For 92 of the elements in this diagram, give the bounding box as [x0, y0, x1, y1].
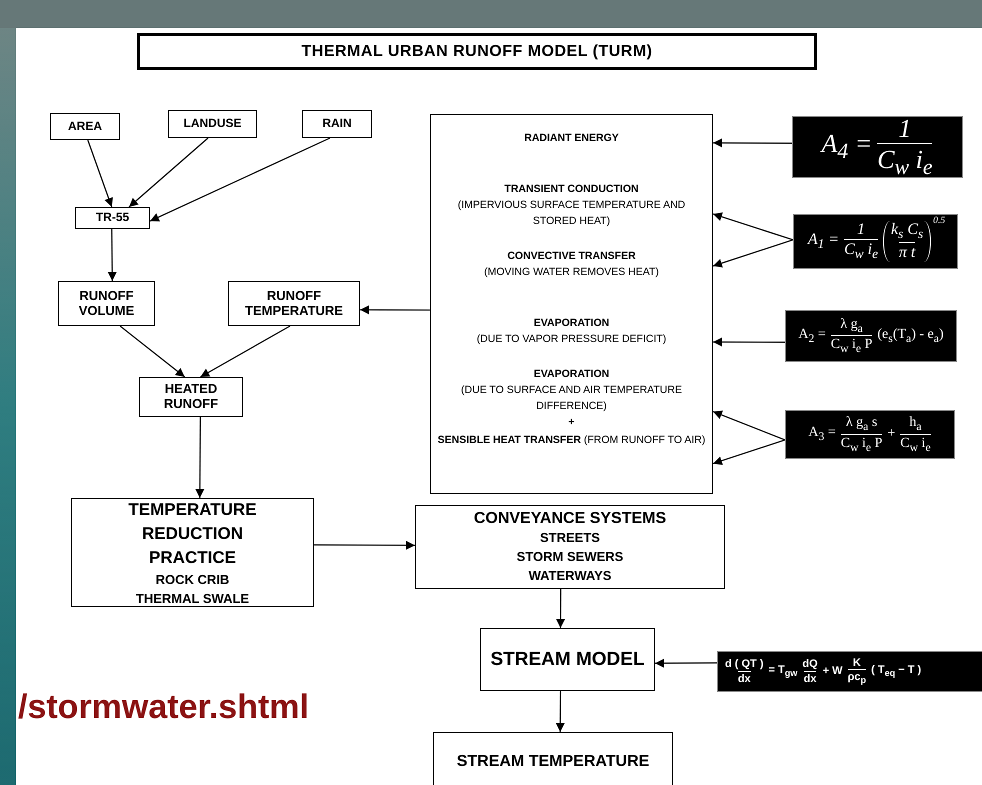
- node-text: TEMPERATURE REDUCTION PRACTICE: [128, 498, 258, 568]
- node-text: (DUE TO VAPOR PRESSURE DEFICIT): [476, 332, 668, 347]
- arrow: [314, 540, 415, 550]
- formula-text: + W: [822, 665, 843, 678]
- heat-process-box: [430, 114, 713, 494]
- formula-text: C$_{w}$ i$_{e}$: [877, 143, 932, 180]
- arrow: [712, 410, 786, 440]
- formula-text: λ g$_{a}$ s: [846, 415, 878, 434]
- process-box: [433, 732, 673, 785]
- node-text: +: [567, 415, 576, 430]
- arrow: [712, 212, 794, 240]
- process-box: [71, 498, 314, 607]
- node-text: RUNOFF TEMPERATURE: [244, 288, 344, 318]
- process-box: [302, 110, 372, 138]
- node-text: STREAM TEMPERATURE: [456, 752, 650, 772]
- node-text: RUNOFF VOLUME: [78, 288, 136, 318]
- process-box: [75, 207, 150, 229]
- process-box: [415, 505, 725, 589]
- arrow: [712, 239, 794, 268]
- arrow: [150, 137, 330, 222]
- arrow: [360, 305, 430, 314]
- formula-text: A$_{2}$ =: [798, 326, 826, 346]
- node-text: STORM SEWERS: [516, 548, 624, 566]
- formula-text: k$_{s}$ C$_{s}$: [891, 221, 924, 242]
- node-text: ROCK CRIB: [156, 570, 230, 588]
- formula-text: ( T$_{eq}$ − T ): [871, 664, 922, 679]
- formula-text: d ( QT ): [725, 658, 764, 670]
- node-text: EVAPORATION: [532, 367, 610, 382]
- node-text: RADIANT ENERGY: [523, 131, 620, 146]
- formula-text: π t: [898, 242, 916, 262]
- node-text: (MOVING WATER REMOVES HEAT): [483, 265, 660, 280]
- arrow: [556, 691, 565, 732]
- node-text: WATERWAYS: [528, 567, 612, 585]
- formula-box: [792, 116, 963, 178]
- arrow: [120, 326, 186, 378]
- arrow: [713, 138, 792, 148]
- formula-text: K: [852, 656, 861, 670]
- process-box: [168, 110, 257, 138]
- formula-text: (e$_{s}$(T$_{a}$) - e$_{a}$): [877, 326, 944, 346]
- node-text: HEATED RUNOFF: [162, 382, 220, 412]
- node-text: (IMPERVIOUS SURFACE TEMPERATURE AND STORED HEAT): [456, 198, 686, 229]
- formula-text: C$_{w}$ i$_{e}$: [900, 434, 931, 454]
- arrow: [712, 439, 786, 466]
- title: THERMAL URBAN RUNOFF MODEL (TURM): [137, 33, 817, 70]
- arrow: [195, 417, 204, 498]
- formula-text: C$_{w}$ i$_{e}$ P: [840, 434, 882, 454]
- node-text: (DUE TO SURFACE AND AIR TEMPERATURE DIFFERENCE): [460, 383, 683, 414]
- formula-text: +: [887, 426, 896, 443]
- node-text: SENSIBLE HEAT TRANSFER (FROM RUNOFF TO AIR): [436, 433, 706, 448]
- process-box: [139, 377, 243, 417]
- arrow: [128, 138, 208, 208]
- arrow: [713, 338, 785, 347]
- formula-text: dQ: [802, 658, 818, 670]
- formula-text: dx: [804, 670, 816, 686]
- formula-text: 1: [898, 114, 912, 144]
- formula-text: C$_{w}$ i$_{e}$ P: [830, 335, 872, 356]
- node-text: TRANSIENT CONDUCTION: [503, 182, 640, 197]
- formula-text: A$_{3}$ =: [808, 425, 836, 444]
- node-text: RAIN: [322, 117, 352, 131]
- formula-box: [793, 214, 958, 269]
- arrow: [200, 325, 290, 378]
- process-box: [228, 281, 360, 326]
- node-text: AREA: [68, 120, 102, 134]
- node-text: EVAPORATION: [532, 316, 610, 331]
- formula-text: dx: [738, 670, 751, 686]
- url-text: /stormwater.shtml: [18, 688, 309, 727]
- formula-text: = T$_{gw}$: [768, 664, 798, 679]
- node-text: STREAM MODEL: [490, 648, 645, 670]
- process-box: [480, 628, 655, 691]
- process-box: [58, 281, 155, 326]
- node-text: CONVEYANCE SYSTEMS: [474, 509, 666, 528]
- formula-box: [785, 410, 955, 459]
- arrow: [87, 140, 113, 208]
- formula-text: 1: [857, 221, 866, 240]
- formula-text: 0.5: [933, 215, 946, 226]
- formula-text: C$_{w}$ i$_{e}$: [844, 239, 878, 262]
- node-text: STREETS: [540, 529, 600, 547]
- formula-text: A$_{1}$ =: [808, 231, 840, 252]
- node-text: CONVECTIVE TRANSFER: [506, 249, 637, 264]
- formula-text: ρc$_{p}$: [848, 669, 866, 686]
- arrow: [655, 658, 717, 668]
- formula-box: [717, 651, 982, 692]
- arrow: [556, 589, 566, 628]
- formula-text: A$_{4}$ =: [822, 129, 872, 165]
- formula-text: h$_{a}$: [909, 415, 922, 434]
- process-box: [50, 113, 120, 140]
- arrow: [108, 229, 117, 281]
- node-text: THERMAL SWALE: [136, 590, 250, 608]
- formula-box: [785, 310, 957, 362]
- node-text: LANDUSE: [183, 117, 242, 131]
- node-text: TR-55: [96, 211, 130, 225]
- formula-text: λ g$_{a}$: [840, 316, 863, 335]
